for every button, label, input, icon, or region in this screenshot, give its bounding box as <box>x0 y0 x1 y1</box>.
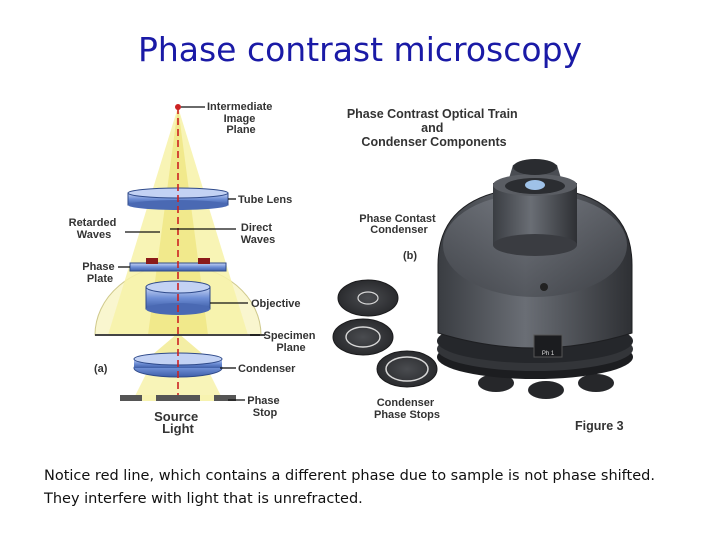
condenser-phase-stop-3 <box>376 350 438 388</box>
svg-text:Image Plane: Image Plane <box>224 113 259 136</box>
intermediate-image-plane-label-2: Image <box>224 113 256 125</box>
phase-stop-opening-left <box>142 395 156 401</box>
intermediate-image-plane-label: Intermediate <box>207 101 272 113</box>
caption: Notice red line, which contains a differ… <box>44 465 694 511</box>
phase-plate-ring-right <box>198 258 210 264</box>
condenser-label: Condenser <box>238 363 296 375</box>
phase-stop-plate <box>120 395 236 401</box>
condenser-phase-stop-2 <box>332 318 394 356</box>
phase-stop-label-2: Stop <box>253 407 278 419</box>
svg-text:Intermediate: Intermediate <box>207 101 272 113</box>
figure-label: Figure 3 <box>575 419 624 433</box>
phase-contrast-condenser-label: Phase Contast <box>359 213 436 225</box>
source-light-label-2: Light <box>162 421 194 436</box>
panel-b-label: (b) <box>403 250 417 262</box>
caption-line-2: They interfere with light that is unrefr… <box>44 491 363 507</box>
svg-text:Phase Contrast Optical Train: Phase Contrast Optical Train and Condens… <box>347 107 521 149</box>
caption-line-1: Notice red line, which contains a differ… <box>44 468 655 484</box>
condenser-components-diagram-b: Phase Contrast Optical Train and Condens… <box>332 107 633 433</box>
intermediate-image-plane-label-3: Plane <box>226 124 255 136</box>
panel-a-label: (a) <box>94 363 108 375</box>
turret-marking: Ph 1 <box>542 351 555 357</box>
phase-plate-label-2: Plate <box>87 273 113 285</box>
optical-train-diagram-a: Intermediate Image Plane Tube Lens Retar… <box>69 101 318 436</box>
intermediate-image-point <box>175 104 181 110</box>
svg-text:Retarded Waves: Retarded Waves <box>69 217 120 241</box>
phase-stop-label: Phase <box>247 395 279 407</box>
svg-text:Source Light: Source Light <box>154 409 202 436</box>
condenser-phase-stops-label: Condenser <box>377 397 435 409</box>
specimen-plane-label-2: Plane <box>276 342 305 354</box>
direct-waves-label: Direct <box>241 222 273 234</box>
svg-text:Phase Contast Condenser: Phase Contast Condenser <box>359 213 438 236</box>
diagram-b-heading-3: Condenser Components <box>361 135 506 149</box>
phase-contrast-condenser: Ph 1 <box>437 159 633 399</box>
objective-label: Objective <box>251 298 301 310</box>
svg-text:Condenser Phase Stops: Condenser Phase Stops <box>374 397 440 421</box>
phase-plate-ring-left <box>146 258 158 264</box>
svg-text:Phase Stop: Phase Stop <box>247 395 282 419</box>
tube-lens-label: Tube Lens <box>238 194 292 206</box>
specimen-plane-label: Specimen <box>263 330 315 342</box>
diagram-b-heading-1: Phase Contrast Optical Train <box>347 107 518 121</box>
phase-stop-opening-right <box>200 395 214 401</box>
svg-text:Phase Plate: Phase Plate <box>82 261 117 285</box>
retarded-waves-label-2: Waves <box>77 229 111 241</box>
retarded-waves-label: Retarded <box>69 217 117 229</box>
svg-text:Specimen Plane: Specimen Plane <box>263 330 318 354</box>
svg-text:Direct Waves: Direct Waves <box>241 222 275 246</box>
condenser-phase-stop-1 <box>337 279 399 317</box>
condenser-phase-stops-label-2: Phase Stops <box>374 409 440 421</box>
direct-waves-label-2: Waves <box>241 234 275 246</box>
optical-train-figure: Intermediate Image Plane Tube Lens Retar… <box>69 101 633 436</box>
phase-plate-label: Phase <box>82 261 114 273</box>
slide-title: Phase contrast microscopy <box>137 30 583 69</box>
diagram-b-heading-2: and <box>421 121 443 135</box>
phase-contrast-condenser-label-2: Condenser <box>370 224 428 236</box>
source-light-label: Source <box>154 409 198 424</box>
